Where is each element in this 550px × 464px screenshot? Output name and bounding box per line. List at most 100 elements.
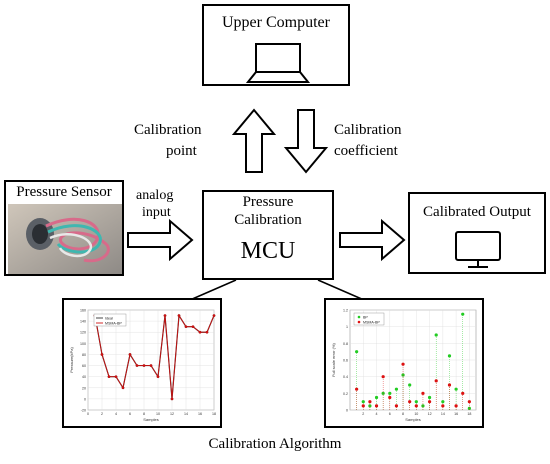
data-point — [114, 375, 118, 378]
data-point — [149, 364, 153, 367]
upper-computer-title: Upper Computer — [222, 14, 330, 31]
y-tick-label: 100 — [80, 342, 86, 346]
data-point — [381, 375, 385, 379]
data-point — [355, 387, 359, 391]
legend-box — [353, 312, 385, 326]
data-point — [434, 379, 438, 383]
data-point — [388, 391, 392, 395]
x-tick-label: 2 — [362, 412, 364, 416]
data-point — [205, 330, 209, 334]
y-tick-label: 0.6 — [343, 359, 348, 363]
data-point — [441, 404, 445, 408]
x-tick-label: 8 — [143, 412, 145, 416]
data-point — [177, 314, 181, 317]
series-line-Ideal — [94, 313, 215, 399]
y-tick-label: 80 — [82, 353, 86, 357]
data-point — [414, 400, 418, 404]
legend-label: MSMA-BP — [363, 320, 380, 324]
y-tick-label: 160 — [80, 309, 86, 313]
y-tick-label: 40 — [82, 375, 86, 379]
x-tick-label: 10 — [156, 412, 160, 416]
data-point — [441, 400, 445, 404]
y-tick-label: 0.8 — [343, 342, 348, 346]
calibrated-output-title: Calibrated Output — [423, 204, 531, 220]
y-axis-label: Full scale error (%) — [331, 342, 336, 376]
x-tick-label: 18 — [467, 412, 471, 416]
x-tick-label: 14 — [184, 412, 188, 416]
x-tick-label: 4 — [376, 412, 378, 416]
y-tick-label: 0 — [84, 397, 86, 401]
x-tick-label: 12 — [428, 412, 432, 416]
calibration-coefficient-label-1: Calibration — [334, 122, 402, 138]
data-point — [142, 364, 146, 367]
analog-input-label-1: analog — [136, 188, 174, 203]
data-point — [107, 375, 111, 378]
upper-computer-box: Upper Computer — [202, 4, 350, 86]
analog-input-label-2: input — [142, 205, 171, 220]
output-arrow — [339, 218, 406, 262]
data-point — [394, 404, 399, 408]
y-tick-label: 140 — [80, 320, 86, 324]
data-point — [163, 314, 167, 317]
data-point — [100, 353, 104, 356]
data-point — [198, 330, 202, 334]
data-point — [467, 406, 471, 410]
monitor-icon — [455, 231, 501, 268]
data-point — [467, 400, 471, 404]
data-point — [361, 400, 365, 404]
y-tick-label: 60 — [82, 364, 86, 368]
data-point — [394, 387, 399, 391]
data-point — [128, 353, 132, 356]
data-point — [427, 400, 432, 404]
y-tick-label: 20 — [82, 386, 86, 390]
data-point — [408, 400, 412, 404]
calibration-point-label-2: point — [166, 143, 197, 159]
series-line-MSMA-BP — [94, 314, 215, 399]
x-tick-label: 4 — [115, 412, 117, 416]
legend-label: Ideal — [105, 316, 113, 320]
legend-label: BP — [363, 315, 368, 319]
x-tick-label: 18 — [212, 412, 216, 416]
calibration-point-arrow — [231, 108, 277, 173]
x-tick-label: 16 — [454, 412, 458, 416]
y-tick-label: 1.2 — [343, 309, 348, 313]
data-point — [447, 383, 452, 387]
x-axis-label: Samples — [405, 417, 421, 422]
pressure-sensor-box: Pressure Sensor — [4, 180, 124, 276]
x-tick-label: 6 — [129, 412, 131, 416]
data-point — [447, 354, 452, 358]
data-point — [355, 350, 359, 354]
data-point — [454, 404, 458, 408]
mcu-box: Pressure Calibration MCU — [202, 190, 334, 280]
mcu-line2: Calibration — [234, 212, 302, 228]
x-tick-label: 14 — [441, 412, 445, 416]
legend-swatch — [357, 320, 361, 324]
mcu-line1: Pressure — [242, 194, 294, 210]
y-axis-label: Pressure(kPa) — [69, 347, 74, 373]
data-point — [191, 325, 195, 328]
y-tick-label: 0 — [346, 409, 348, 413]
data-point — [184, 325, 188, 328]
data-point — [421, 391, 425, 395]
legend-label: MSMA-BP — [105, 321, 122, 325]
y-tick-label: -20 — [81, 409, 86, 413]
data-point — [461, 312, 465, 316]
calibration-point-label-1: Calibration — [134, 122, 202, 138]
calibrated-output-box: Calibrated Output — [408, 192, 546, 274]
legend-swatch — [357, 315, 361, 319]
x-tick-label: 16 — [198, 412, 202, 416]
data-point — [121, 386, 125, 390]
data-point — [461, 391, 465, 395]
x-tick-label: 2 — [101, 412, 103, 416]
x-axis-label: Samples — [143, 417, 159, 422]
data-point — [408, 383, 412, 387]
laptop-icon — [245, 43, 311, 83]
y-tick-label: 0.4 — [343, 375, 348, 379]
data-point — [427, 395, 432, 400]
analog-input-arrow — [127, 218, 194, 262]
